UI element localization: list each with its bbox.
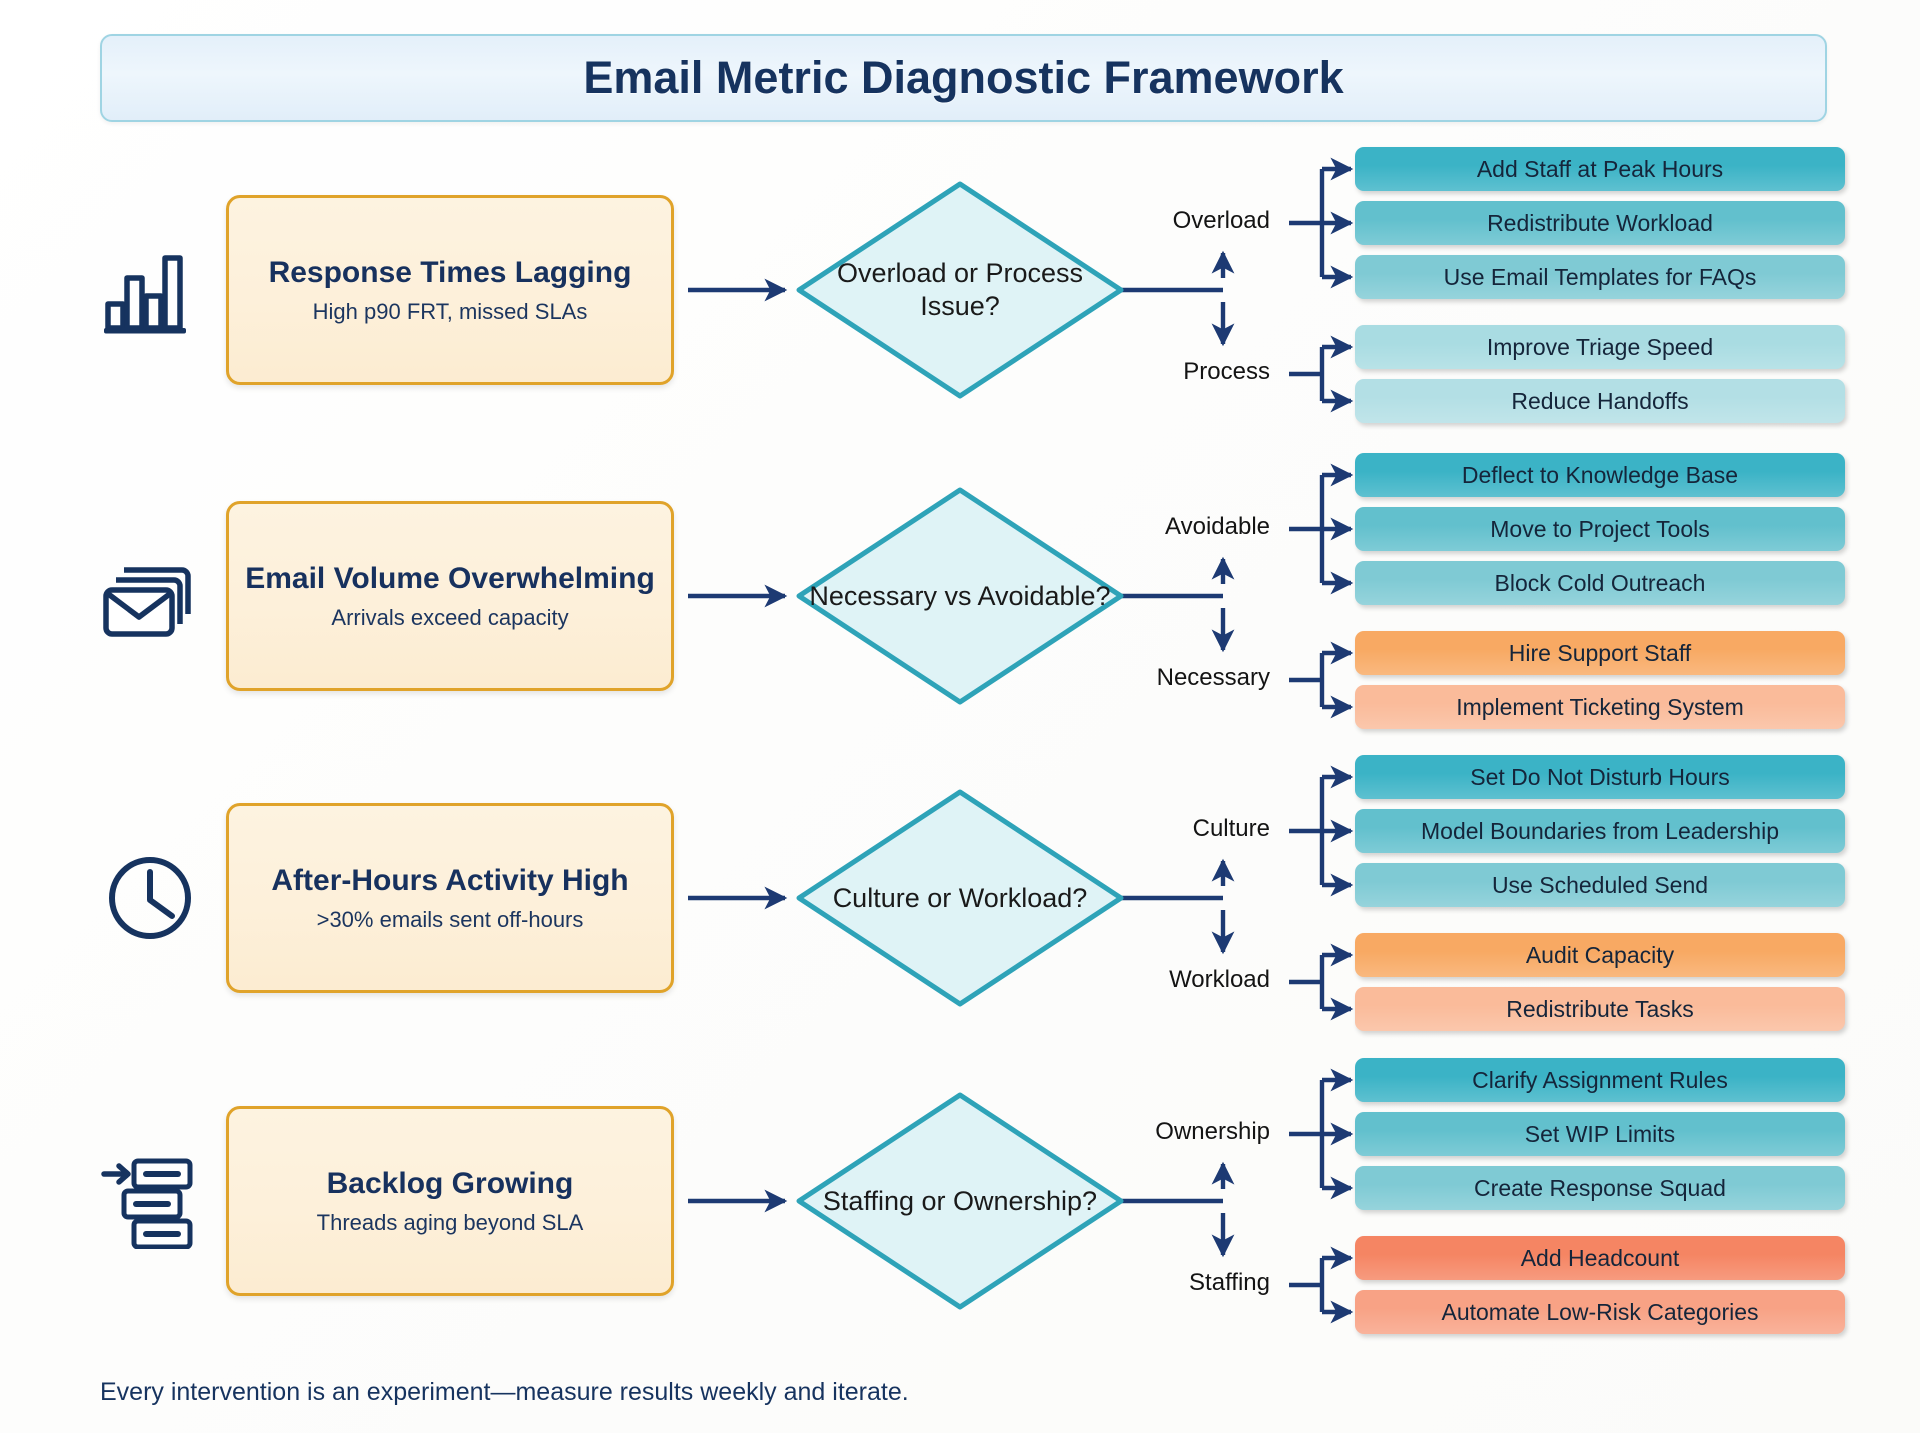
branch-label: Workload bbox=[1169, 966, 1270, 993]
problem-subtitle: Threads aging beyond SLA bbox=[316, 1210, 584, 1235]
action-box-label: Move to Project Tools bbox=[1490, 515, 1710, 542]
problem-title: Email Volume Overwhelming bbox=[245, 561, 655, 595]
action-box-label: Hire Support Staff bbox=[1508, 639, 1692, 666]
action-box[interactable]: Deflect to Knowledge Base bbox=[1355, 453, 1845, 497]
problem-subtitle: Arrivals exceed capacity bbox=[331, 605, 569, 630]
action-box[interactable]: Redistribute Workload bbox=[1355, 201, 1845, 245]
action-box-label: Use Scheduled Send bbox=[1491, 871, 1709, 898]
problem-card[interactable]: After-Hours Activity High >30% emails sen… bbox=[226, 803, 674, 993]
action-box[interactable]: Use Scheduled Send bbox=[1355, 863, 1845, 907]
problem-title: Response Times Lagging bbox=[268, 255, 632, 289]
action-box-label: Set Do Not Disturb Hours bbox=[1470, 763, 1730, 790]
action-box[interactable]: Set WIP Limits bbox=[1355, 1112, 1845, 1156]
action-box-label: Redistribute Tasks bbox=[1506, 995, 1694, 1022]
decision-label: Culture or Workload? bbox=[832, 882, 1088, 913]
page-title-bar: Email Metric Diagnostic Framework bbox=[100, 34, 1827, 122]
decision-diamond[interactable]: Staffing or Ownership? bbox=[795, 1091, 1125, 1311]
action-box[interactable]: Use Email Templates for FAQs bbox=[1355, 255, 1845, 299]
action-box-label: Add Staff at Peak Hours bbox=[1476, 155, 1724, 182]
action-box[interactable]: Hire Support Staff bbox=[1355, 631, 1845, 675]
action-box[interactable]: Improve Triage Speed bbox=[1355, 325, 1845, 369]
bar-chart-icon bbox=[95, 235, 205, 345]
branch-label: Culture bbox=[1192, 815, 1270, 842]
action-box[interactable]: Add Staff at Peak Hours bbox=[1355, 147, 1845, 191]
action-box-label: Implement Ticketing System bbox=[1456, 693, 1744, 720]
action-box-label: Add Headcount bbox=[1520, 1244, 1680, 1271]
action-box[interactable]: Implement Ticketing System bbox=[1355, 685, 1845, 729]
action-box-label: Redistribute Workload bbox=[1487, 209, 1713, 236]
action-box[interactable]: Clarify Assignment Rules bbox=[1355, 1058, 1845, 1102]
page-title: Email Metric Diagnostic Framework bbox=[583, 52, 1344, 103]
problem-subtitle: High p90 FRT, missed SLAs bbox=[312, 299, 588, 324]
footer-note: Every intervention is an experiment—meas… bbox=[100, 1378, 909, 1406]
decision-label: Staffing or Ownership? bbox=[822, 1185, 1098, 1216]
action-box-label: Clarify Assignment Rules bbox=[1472, 1066, 1728, 1093]
decision-label: Overload or Process Issue? bbox=[836, 258, 1084, 321]
action-box[interactable]: Move to Project Tools bbox=[1355, 507, 1845, 551]
action-box[interactable]: Model Boundaries from Leadership bbox=[1355, 809, 1845, 853]
action-box[interactable]: Automate Low-Risk Categories bbox=[1355, 1290, 1845, 1334]
action-box-label: Create Response Squad bbox=[1474, 1174, 1726, 1201]
action-box-label: Audit Capacity bbox=[1525, 941, 1675, 968]
decision-label: Necessary vs Avoidable? bbox=[809, 580, 1111, 611]
decision-diamond[interactable]: Necessary vs Avoidable? bbox=[795, 486, 1125, 706]
action-box[interactable]: Audit Capacity bbox=[1355, 933, 1845, 977]
decision-diamond[interactable]: Overload or Process Issue? bbox=[795, 180, 1125, 400]
branch-label: Staffing bbox=[1189, 1269, 1270, 1296]
action-box[interactable]: Add Headcount bbox=[1355, 1236, 1845, 1280]
action-box-label: Reduce Handoffs bbox=[1511, 387, 1689, 414]
problem-subtitle: >30% emails sent off-hours bbox=[316, 907, 584, 932]
action-box-label: Deflect to Knowledge Base bbox=[1461, 461, 1739, 488]
action-box-label: Use Email Templates for FAQs bbox=[1443, 263, 1757, 290]
action-box[interactable]: Redistribute Tasks bbox=[1355, 987, 1845, 1031]
action-box-label: Model Boundaries from Leadership bbox=[1421, 817, 1779, 844]
branch-label: Avoidable bbox=[1165, 513, 1270, 540]
clock-icon bbox=[95, 843, 205, 953]
problem-title: Backlog Growing bbox=[326, 1166, 574, 1200]
branch-label: Necessary bbox=[1156, 664, 1270, 691]
action-box[interactable]: Set Do Not Disturb Hours bbox=[1355, 755, 1845, 799]
problem-title: After-Hours Activity High bbox=[271, 863, 629, 897]
branch-label: Overload bbox=[1172, 207, 1270, 234]
stacked-envelopes-icon bbox=[95, 541, 205, 651]
backlog-queue-icon bbox=[95, 1146, 205, 1256]
action-box-label: Improve Triage Speed bbox=[1486, 333, 1714, 360]
decision-diamond[interactable]: Culture or Workload? bbox=[795, 788, 1125, 1008]
action-box-label: Set WIP Limits bbox=[1524, 1120, 1676, 1147]
branch-label: Process bbox=[1183, 358, 1270, 385]
action-box-label: Block Cold Outreach bbox=[1494, 569, 1706, 596]
action-box[interactable]: Reduce Handoffs bbox=[1355, 379, 1845, 423]
branch-label: Ownership bbox=[1155, 1118, 1270, 1145]
action-box[interactable]: Block Cold Outreach bbox=[1355, 561, 1845, 605]
action-box-label: Automate Low-Risk Categories bbox=[1441, 1298, 1759, 1325]
action-box[interactable]: Create Response Squad bbox=[1355, 1166, 1845, 1210]
